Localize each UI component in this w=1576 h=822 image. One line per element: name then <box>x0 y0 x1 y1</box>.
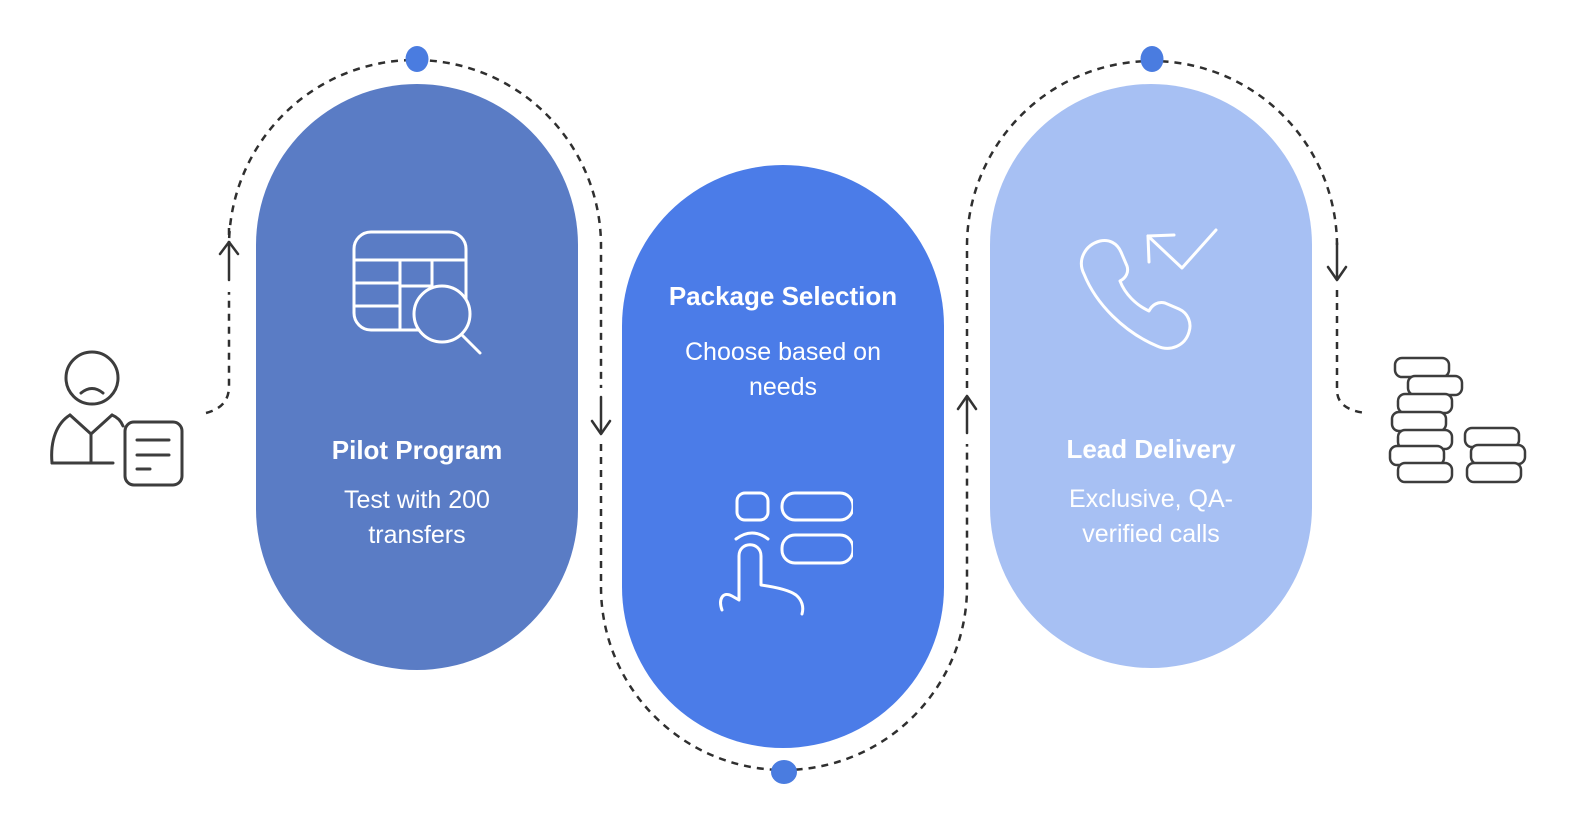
path-node-dot <box>771 760 797 784</box>
arrow-down-icon <box>590 395 612 436</box>
incoming-call-icon <box>1079 228 1218 350</box>
coin-stacks-icon <box>1388 356 1527 484</box>
arrow-up-icon <box>956 394 978 435</box>
table-search-icon <box>352 230 481 355</box>
step-title: Pilot Program <box>331 435 503 465</box>
path-node-dot <box>1140 46 1164 72</box>
step-subtitle: Test with 200 transfers <box>344 486 490 549</box>
hand-select-icon <box>719 491 853 616</box>
step-subtitle: Exclusive, QA-verified calls <box>1069 485 1233 548</box>
path-node-dot <box>405 46 429 72</box>
step-title: Package Selection <box>668 281 898 311</box>
arrow-up-icon <box>218 240 240 282</box>
arrow-down-icon <box>1326 241 1348 282</box>
step-title: Lead Delivery <box>1066 434 1236 464</box>
step-subtitle: Choose based on needs <box>685 338 881 401</box>
step-pill-package-selection: Package Selection Choose based on needs <box>622 165 944 748</box>
customer-with-form-icon <box>50 350 184 487</box>
step-pill-pilot-program: Pilot Program Test with 200 transfers <box>256 84 578 670</box>
step-pill-lead-delivery: Lead Delivery Exclusive, QA-verified cal… <box>990 84 1312 668</box>
